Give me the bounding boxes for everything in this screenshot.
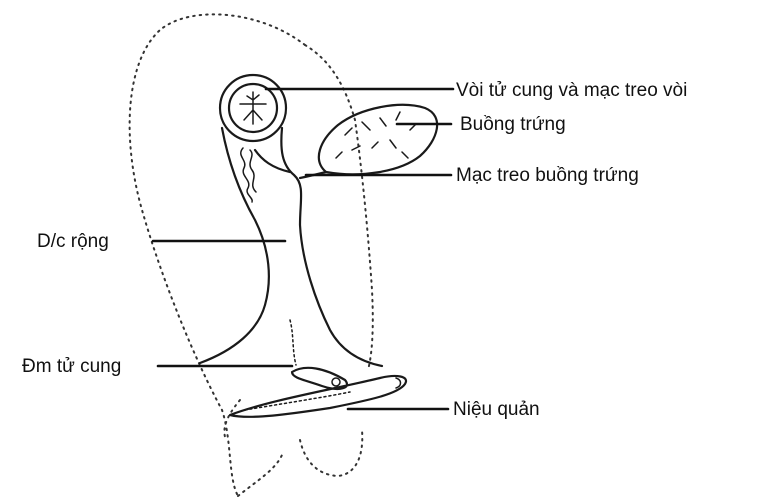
label-broad-ligament: D/c rộng <box>37 231 109 252</box>
uterine-artery <box>290 320 347 389</box>
uterus-dotted-outline <box>130 14 373 496</box>
label-ovary: Buồng trứng <box>460 114 566 135</box>
broad-ligament-folds <box>200 128 382 366</box>
label-ureter: Niệu quản <box>453 399 540 420</box>
label-uterine-artery: Đm tử cung <box>22 356 121 377</box>
ureter <box>230 376 406 417</box>
uterine-tube-cross-section <box>220 75 286 141</box>
label-uterine-tube-and-mesosalpinx: Vòi tử cung và mạc treo vòi <box>456 80 687 101</box>
label-mesovarium: Mạc treo buồng trứng <box>456 165 639 186</box>
ovary <box>300 105 437 178</box>
